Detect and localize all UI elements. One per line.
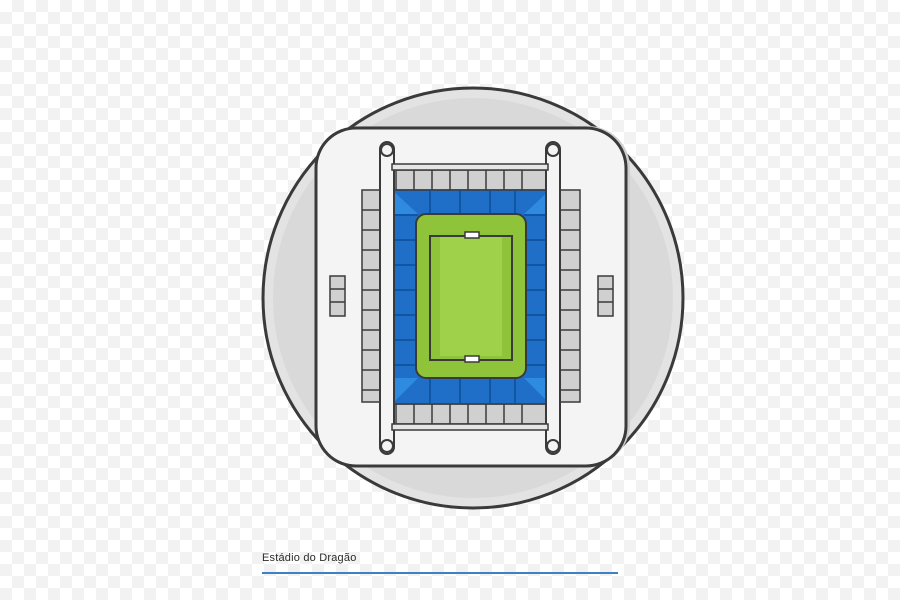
roof-beam-bottom xyxy=(391,423,549,431)
goal-bottom xyxy=(464,355,480,363)
left-gate-block xyxy=(329,275,346,317)
stand-corner-bl xyxy=(392,378,418,404)
stand-corner-tl xyxy=(392,190,418,214)
top-outer-seating xyxy=(395,169,547,191)
right-gate-block xyxy=(597,275,614,317)
roof-pillar-right xyxy=(545,141,561,455)
right-outer-seating xyxy=(557,189,581,403)
bottom-outer-seating xyxy=(395,403,547,425)
stadium-name-caption: Estádio do Dragão xyxy=(262,552,357,564)
stand-corner-tr xyxy=(524,190,550,214)
pitch-inner-stripe xyxy=(440,236,502,356)
roof-beam-top xyxy=(391,163,549,171)
goal-top xyxy=(464,231,480,239)
roof-pillar-left xyxy=(379,141,395,455)
caption-underline xyxy=(262,572,618,574)
stand-corner-br xyxy=(524,378,550,404)
